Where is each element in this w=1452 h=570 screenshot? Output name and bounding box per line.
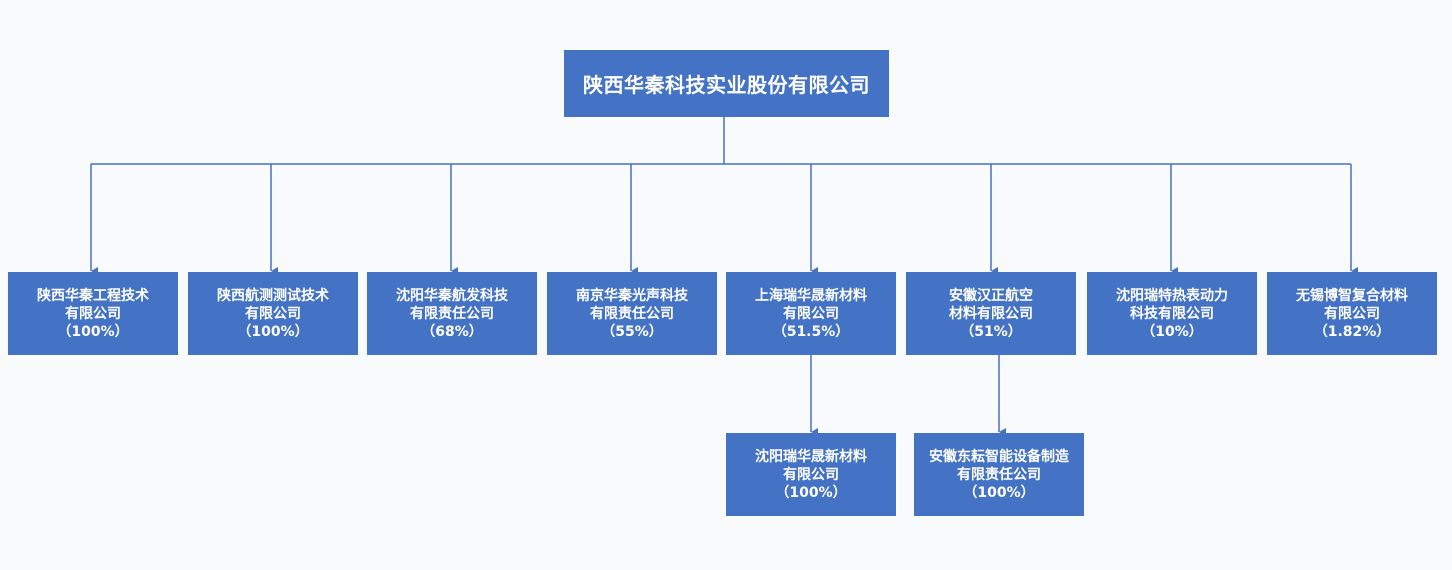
subsidiary-name-line2: 有限公司 [245,305,301,322]
subsidiary-box-4: 南京华秦光声科技 有限责任公司 （55%） [547,272,717,355]
subsidiary-name-line2: 有限公司 [783,305,839,322]
subsidiary-share: （55%） [601,323,663,340]
subsidiary-box-1: 陕西华秦工程技术 有限公司 （100%） [8,272,178,355]
sub-subsidiary-box-2: 安徽东耘智能设备制造 有限责任公司 （100%） [914,433,1084,516]
subsidiary-box-5: 上海瑞华晟新材料 有限公司 （51.5%） [726,272,896,355]
subsidiary-share: （10%） [1141,323,1203,340]
subsidiary-share: （100%） [57,323,129,340]
subsidiary-name-line2: 有限公司 [65,305,121,322]
subsidiary-box-8: 无锡博智复合材料 有限公司 （1.82%） [1267,272,1437,355]
sub-subsidiary-share: （100%） [775,484,847,501]
subsidiary-box-3: 沈阳华秦航发科技 有限责任公司 （68%） [367,272,537,355]
subsidiary-name-line2: 有限公司 [1324,305,1380,322]
subsidiary-name-line2: 材料有限公司 [949,305,1033,322]
root-company-name: 陕西华秦科技实业股份有限公司 [583,73,870,97]
sub-subsidiary-name-line1: 沈阳瑞华晟新材料 [755,448,867,465]
sub-subsidiary-share: （100%） [963,484,1035,501]
subsidiary-name-line2: 科技有限公司 [1130,305,1214,322]
subsidiary-box-6: 安徽汉正航空 材料有限公司 （51%） [906,272,1076,355]
subsidiary-name-line1: 陕西华秦工程技术 [37,287,149,304]
subsidiary-name-line1: 沈阳华秦航发科技 [396,287,508,304]
subsidiary-share: （51.5%） [772,323,850,340]
sub-subsidiary-name-line2: 有限公司 [783,466,839,483]
subsidiary-share: （1.82%） [1313,323,1391,340]
root-company-box: 陕西华秦科技实业股份有限公司 [564,50,889,117]
subsidiary-name-line2: 有限责任公司 [590,305,674,322]
subsidiary-name-line1: 南京华秦光声科技 [576,287,688,304]
sub-subsidiary-box-1: 沈阳瑞华晟新材料 有限公司 （100%） [726,433,896,516]
sub-subsidiary-name-line2: 有限责任公司 [957,466,1041,483]
subsidiary-share: （68%） [421,323,483,340]
subsidiary-box-7: 沈阳瑞特热表动力 科技有限公司 （10%） [1087,272,1257,355]
subsidiary-name-line1: 无锡博智复合材料 [1296,287,1408,304]
sub-subsidiary-name-line1: 安徽东耘智能设备制造 [929,448,1069,465]
subsidiary-share: （51%） [960,323,1022,340]
subsidiary-name-line1: 沈阳瑞特热表动力 [1116,287,1228,304]
subsidiary-name-line1: 上海瑞华晟新材料 [755,287,867,304]
subsidiary-name-line2: 有限责任公司 [410,305,494,322]
subsidiary-box-2: 陕西航测测试技术 有限公司 （100%） [188,272,358,355]
subsidiary-share: （100%） [237,323,309,340]
subsidiary-name-line1: 安徽汉正航空 [949,287,1033,304]
subsidiary-name-line1: 陕西航测测试技术 [217,287,329,304]
